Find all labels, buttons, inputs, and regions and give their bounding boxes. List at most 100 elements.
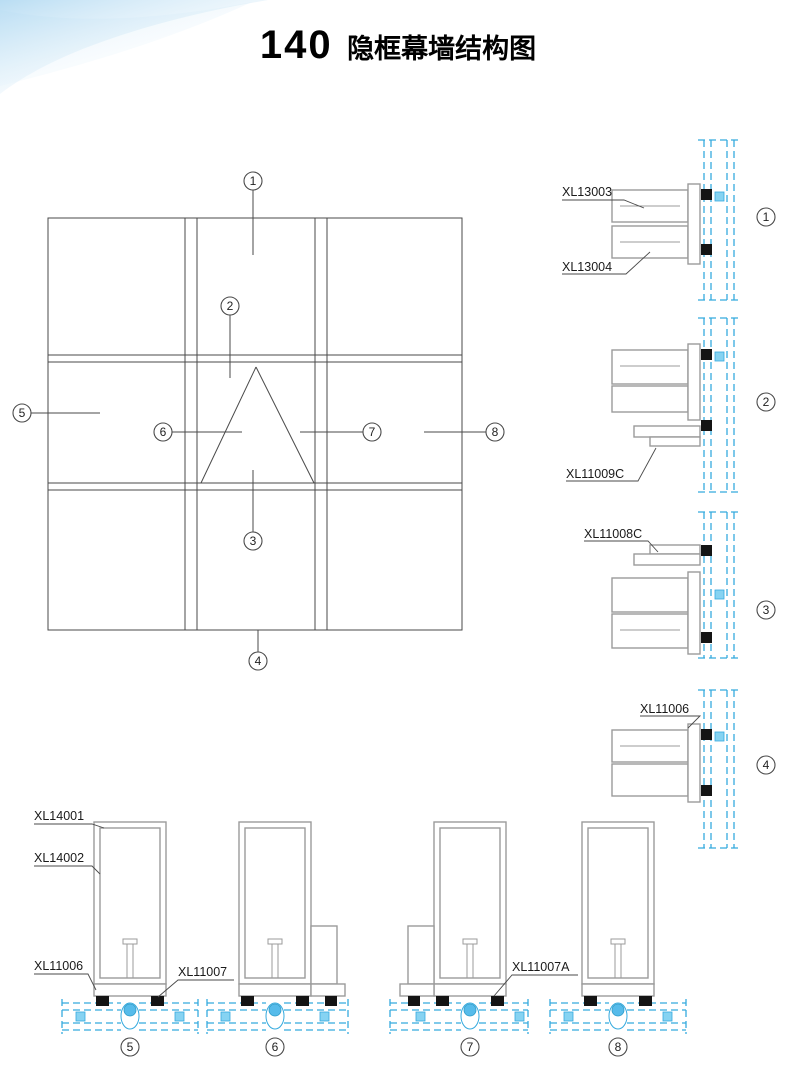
label-xl11008c: XL11008C	[584, 527, 659, 553]
detail-8-glass	[549, 999, 687, 1034]
marker-1-number: 1	[250, 174, 257, 188]
marker-3-number: 3	[250, 534, 257, 548]
detail-6-spacer-left	[220, 1011, 231, 1022]
detail-7-marker: 7	[460, 1037, 480, 1057]
label-xl14002: XL14002	[34, 851, 101, 875]
detail-3-gasket-top	[701, 545, 712, 556]
svg-text:7: 7	[467, 1040, 474, 1054]
detail-6-spacer-right	[319, 1011, 330, 1022]
detail-7-spacer-right	[514, 1011, 525, 1022]
svg-text:XL14001: XL14001	[34, 809, 84, 823]
detail-1-gasket-top	[701, 189, 712, 200]
title-number: 140	[260, 23, 333, 67]
detail-5-spacer-left	[75, 1011, 86, 1022]
elevation-grid	[47, 217, 463, 631]
section-marker-7: 7	[300, 422, 382, 442]
detail-5-marker: 5	[120, 1037, 140, 1057]
detail-1-profile	[611, 183, 701, 265]
detail-2-marker: 2	[756, 392, 776, 412]
label-xl11006-bottom: XL11006	[34, 959, 97, 991]
detail-section-7: 7	[389, 821, 529, 1057]
detail-5-bolt	[123, 1003, 137, 1017]
detail-2-gasket-top	[701, 349, 712, 360]
detail-3-glass-spacer	[714, 589, 725, 600]
detail-section-2: XL11009C 2	[566, 317, 776, 493]
detail-4-marker: 4	[756, 755, 776, 775]
section-marker-8: 8	[424, 422, 505, 442]
svg-text:XL11007: XL11007	[178, 965, 227, 979]
svg-text:1: 1	[763, 210, 770, 224]
detail-4-gasket-bottom	[701, 785, 712, 796]
page-title: 140 隐框幕墙结构图	[260, 23, 536, 67]
detail-6-gasket-right	[296, 996, 309, 1006]
detail-1-marker: 1	[756, 207, 776, 227]
detail-5-gasket-left	[96, 996, 109, 1006]
detail-4-glass-spacer	[714, 731, 725, 742]
detail-4-glass	[698, 689, 740, 849]
detail-6-bolt	[268, 1003, 282, 1017]
detail-8-bolt	[611, 1003, 625, 1017]
decorative-swoosh	[0, 0, 268, 94]
detail-7-gasket-right	[491, 996, 504, 1006]
detail-section-8: 8	[549, 821, 687, 1057]
svg-text:2: 2	[763, 395, 770, 409]
detail-3-gasket-bottom	[701, 632, 712, 643]
detail-5-gasket-right	[151, 996, 164, 1006]
label-xl11007a: XL11007A	[493, 960, 578, 997]
section-marker-2: 2	[220, 296, 240, 378]
detail-section-1: XL13003 XL13004 1	[562, 139, 776, 301]
marker-6-number: 6	[160, 425, 167, 439]
label-xl11007: XL11007	[157, 965, 234, 998]
marker-7-number: 7	[369, 425, 376, 439]
detail-7-gasket-left	[436, 996, 449, 1006]
detail-8-gasket-right	[639, 996, 652, 1006]
detail-8-marker: 8	[608, 1037, 628, 1057]
detail-6-gasket-sash	[325, 996, 337, 1006]
section-marker-5: 5	[12, 403, 100, 423]
marker-4-number: 4	[255, 654, 262, 668]
svg-text:4: 4	[763, 758, 770, 772]
label-xl14001: XL14001	[34, 809, 105, 829]
detail-5-spacer-right	[174, 1011, 185, 1022]
svg-text:XL14002: XL14002	[34, 851, 84, 865]
marker-5-number: 5	[19, 406, 26, 420]
detail-4-profile	[611, 723, 701, 803]
label-xl13003: XL13003	[562, 185, 645, 209]
detail-7-gasket-sash	[408, 996, 420, 1006]
section-marker-1: 1	[243, 171, 263, 255]
detail-2-glass	[698, 317, 740, 493]
svg-text:XL11007A: XL11007A	[512, 960, 570, 974]
detail-6-gasket-left	[241, 996, 254, 1006]
label-xl13004: XL13004	[562, 251, 651, 275]
detail-section-3: XL11008C 3	[584, 511, 776, 659]
svg-text:XL13003: XL13003	[562, 185, 612, 199]
detail-7-spacer-left	[415, 1011, 426, 1022]
svg-text:5: 5	[127, 1040, 134, 1054]
detail-8-gasket-left	[584, 996, 597, 1006]
svg-text:XL11006: XL11006	[34, 959, 83, 973]
detail-8-spacer-right	[662, 1011, 673, 1022]
detail-5-glass	[61, 999, 199, 1034]
detail-2-glass-spacer	[714, 351, 725, 362]
detail-5-mullion-profile	[93, 821, 167, 997]
section-marker-6: 6	[153, 422, 242, 442]
detail-7-mullion-profile	[399, 821, 507, 997]
detail-section-4: XL11006 4	[611, 689, 776, 849]
detail-8-spacer-left	[563, 1011, 574, 1022]
detail-1-gasket-bottom	[701, 244, 712, 255]
section-marker-4: 4	[248, 630, 268, 671]
svg-text:XL11008C: XL11008C	[584, 527, 642, 541]
vent-opening-triangle	[200, 366, 315, 484]
detail-8-mullion-profile	[581, 821, 655, 997]
label-xl11006-detail4: XL11006	[640, 702, 702, 729]
section-marker-3: 3	[243, 470, 263, 551]
detail-4-gasket-top	[701, 729, 712, 740]
detail-1-glass-spacer	[714, 191, 725, 202]
detail-7-bolt	[463, 1003, 477, 1017]
svg-text:8: 8	[615, 1040, 622, 1054]
detail-section-6: 6	[206, 821, 349, 1057]
detail-6-mullion-profile	[238, 821, 346, 997]
svg-text:XL11006: XL11006	[640, 702, 689, 716]
marker-2-number: 2	[227, 299, 234, 313]
